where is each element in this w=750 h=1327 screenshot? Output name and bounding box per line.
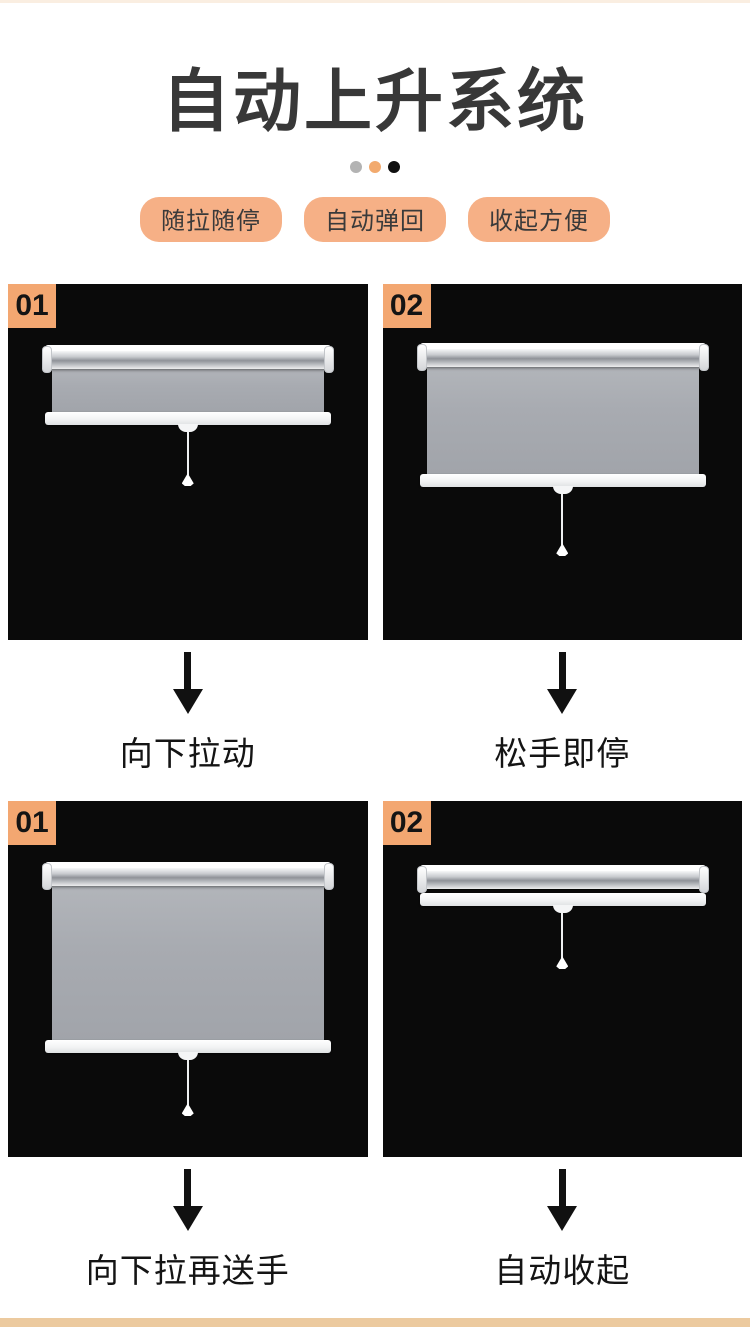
step-number-badge: 01 — [8, 801, 56, 846]
step-caption: 向下拉再送手 — [85, 1252, 290, 1290]
pull-cord — [561, 906, 564, 959]
feature-badge: 随拉随停 — [140, 197, 282, 243]
cord-pull — [181, 473, 194, 487]
top-accent-strip — [0, 0, 750, 3]
blind-header-rail — [416, 865, 709, 894]
blind-header-rail — [42, 345, 334, 374]
step-2: 02 松手即停 — [382, 284, 742, 775]
step-4: 02 自动收起 — [382, 801, 742, 1292]
cord-pull — [556, 543, 569, 557]
blind-bottom-rail — [419, 474, 706, 488]
step-1-illustration: 01 — [8, 284, 368, 641]
feature-badges: 随拉随停 自动弹回 收起方便 — [0, 197, 750, 243]
blind-bottom-rail — [45, 412, 331, 426]
blind-bottom-rail — [419, 893, 706, 907]
step-3-illustration: 01 — [8, 801, 368, 1158]
carousel-dot[interactable] — [350, 161, 362, 174]
arrow-down-icon — [547, 652, 578, 715]
blind-fabric — [426, 366, 699, 476]
step-number-badge: 01 — [8, 284, 56, 329]
carousel-dot[interactable] — [388, 161, 400, 174]
step-2-illustration: 02 — [382, 284, 742, 641]
arrow-down-icon — [172, 1169, 203, 1232]
step-1: 01 向下拉动 — [8, 284, 368, 775]
step-4-illustration: 02 — [382, 801, 742, 1158]
blind-fabric — [52, 885, 324, 1042]
bottom-accent-strip — [0, 1318, 750, 1327]
arrow-down-icon — [172, 652, 203, 715]
cord-pull — [181, 1103, 194, 1117]
step-number-badge: 02 — [382, 801, 431, 846]
step-caption: 向下拉动 — [119, 735, 256, 773]
cord-pull — [556, 956, 569, 970]
carousel-dots — [0, 161, 750, 174]
page-title: 自动上升系统 — [161, 64, 588, 140]
pull-cord — [186, 425, 189, 476]
step-caption: 松手即停 — [494, 735, 631, 773]
blind-fabric — [52, 368, 324, 414]
feature-badge: 自动弹回 — [304, 197, 446, 243]
feature-badge: 收起方便 — [468, 197, 610, 243]
arrow-down-icon — [547, 1169, 578, 1232]
steps-grid: 01 向下拉动 02 松手即停 01 — [8, 284, 742, 1292]
pull-cord — [561, 487, 564, 546]
blind-header-rail — [416, 343, 709, 372]
carousel-dot[interactable] — [369, 161, 381, 174]
blind-bottom-rail — [45, 1040, 331, 1054]
pull-cord — [186, 1053, 189, 1106]
step-3: 01 向下拉再送手 — [8, 801, 368, 1292]
step-number-badge: 02 — [382, 284, 431, 329]
step-caption: 自动收起 — [494, 1252, 631, 1290]
blind-header-rail — [42, 862, 334, 891]
